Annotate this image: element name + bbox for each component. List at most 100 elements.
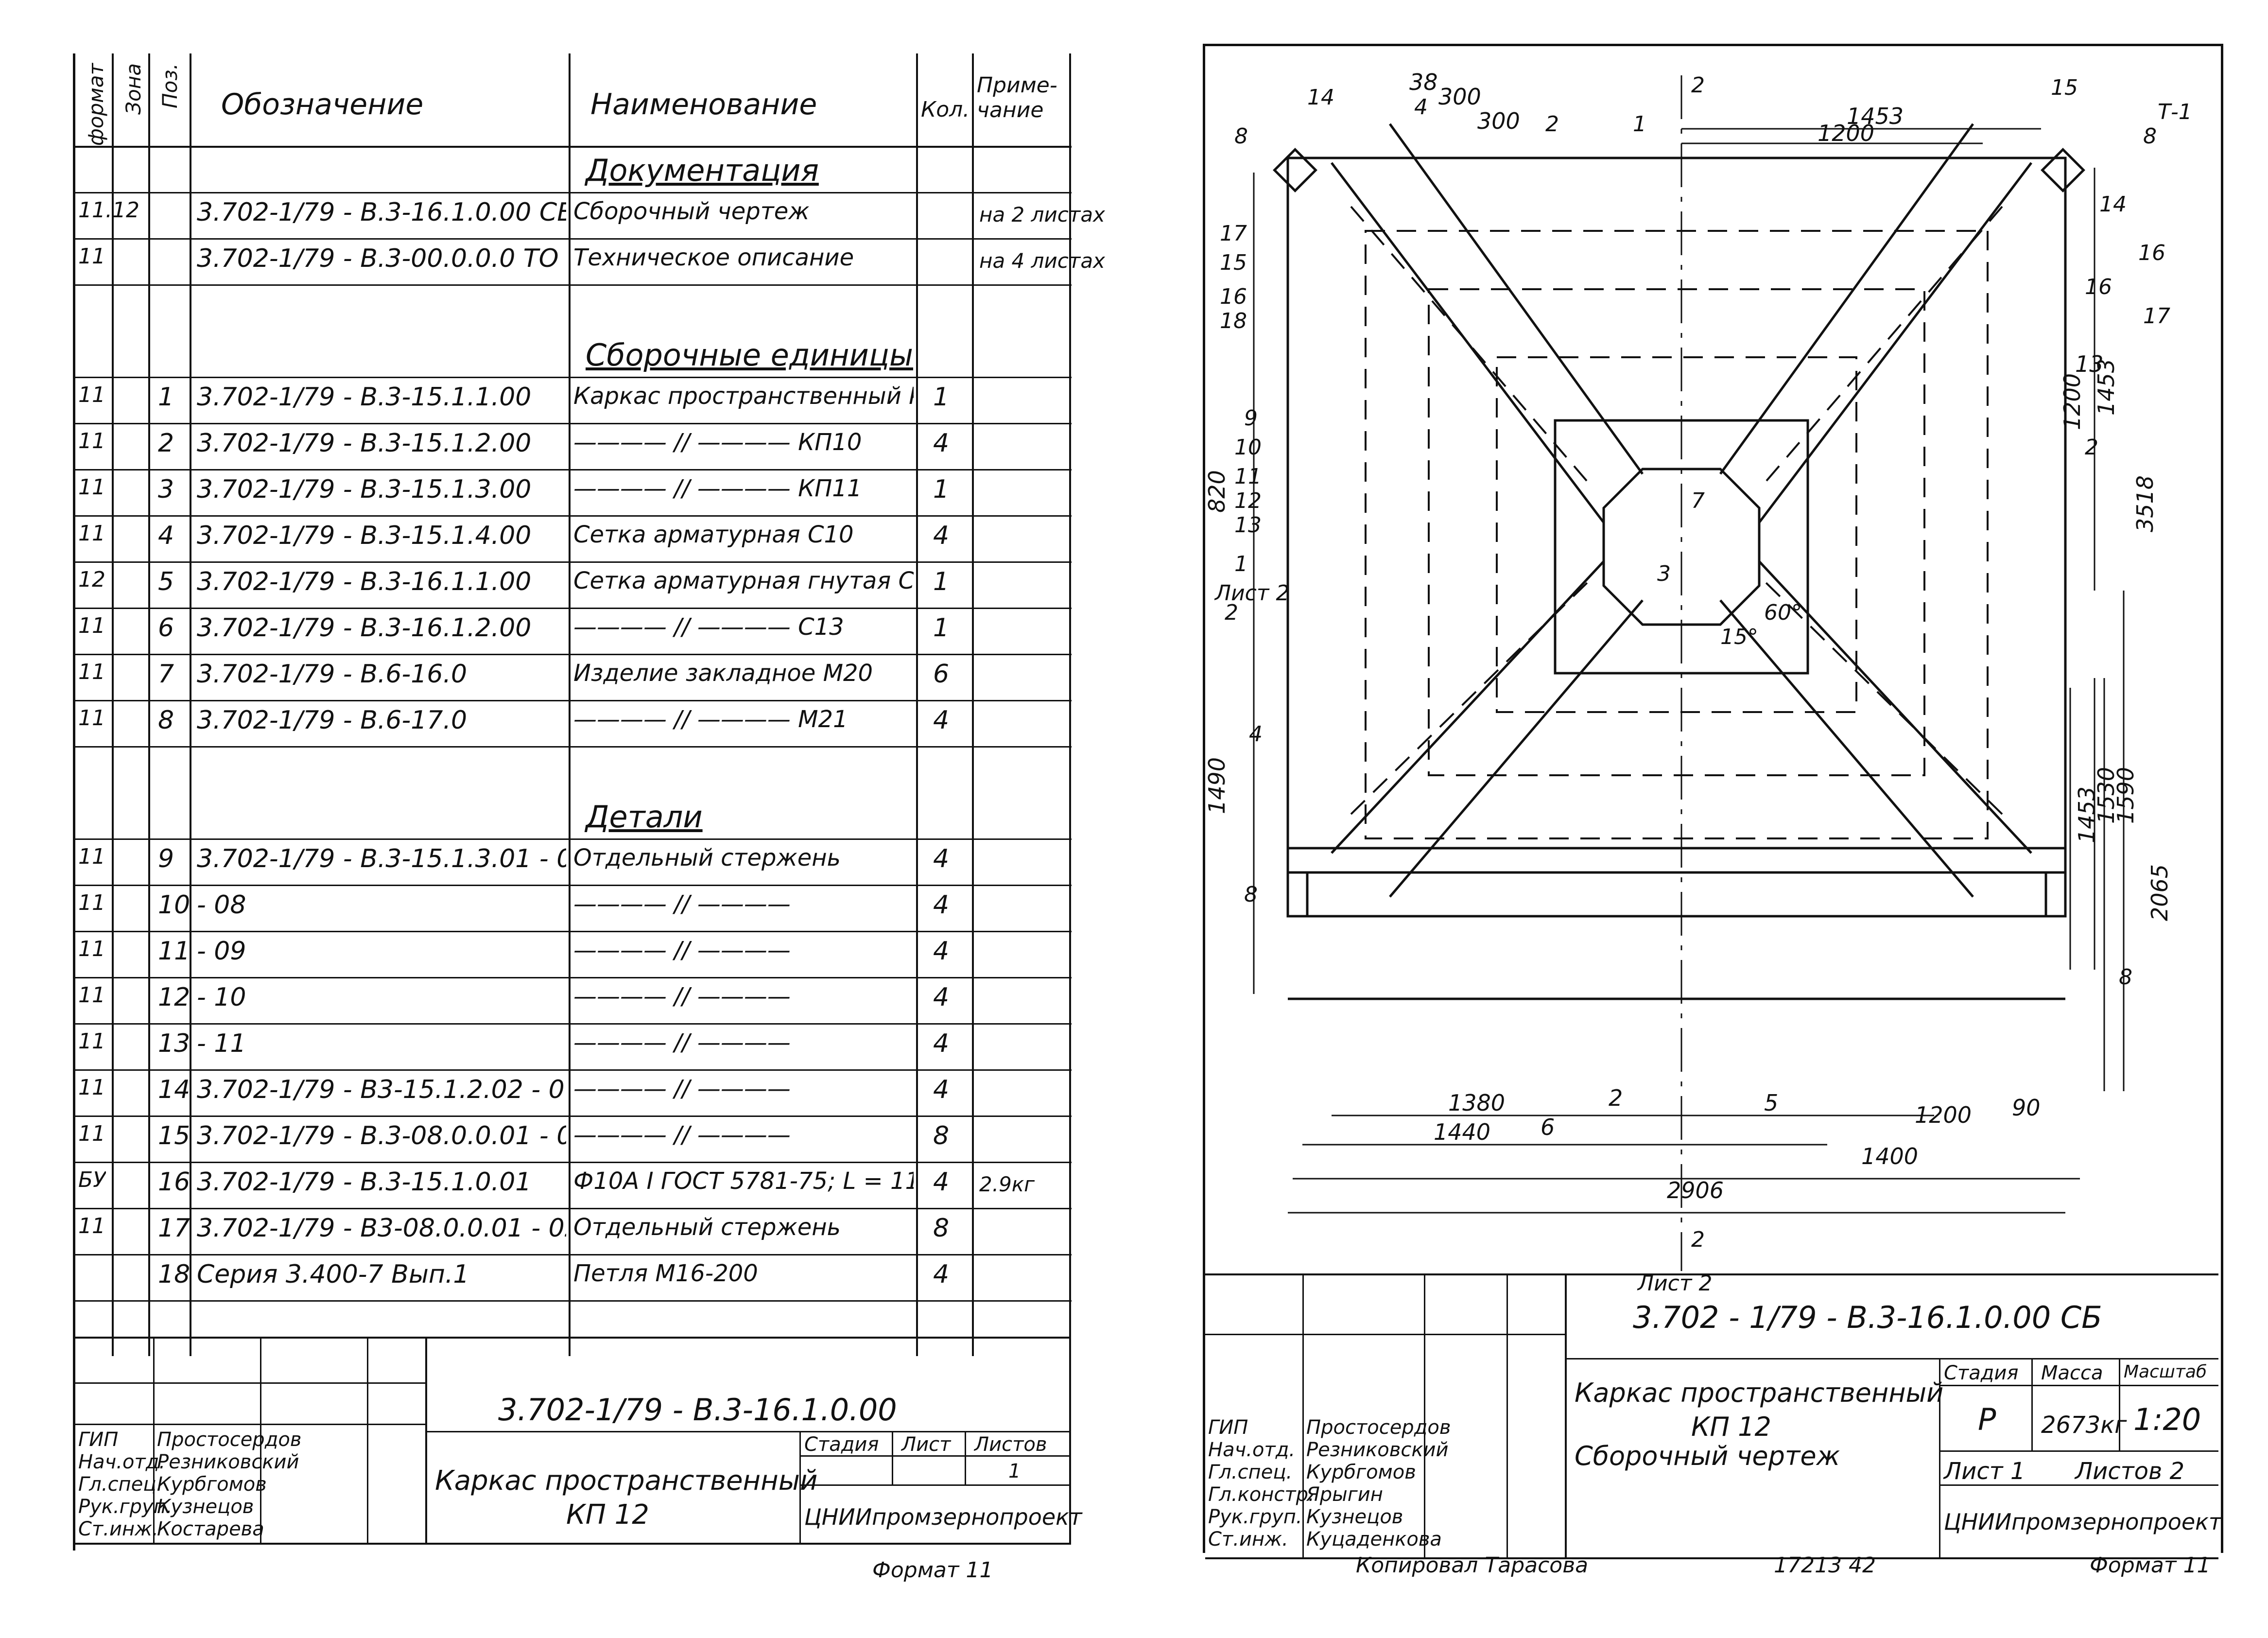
dim-1400: 1400 [1861,1143,1918,1169]
section-mark-corner: Т-1 [2158,100,2192,124]
spec-qty-cell: 8 [933,1121,950,1150]
spec-code: 3.702-1/79 - В.3-16.1.0.00 [498,1392,897,1428]
spec-name-cell: ———— // ———— [573,890,791,918]
callout-13: 13 [1234,513,1262,538]
spec-qty-cell: 1 [933,567,950,596]
role-name: Кузнецов [1306,1506,1403,1528]
callout-12: 12 [1234,488,1262,513]
callout-16-right: 16 [2085,275,2112,299]
callout-15-left: 15 [1220,250,1247,275]
role-label: Гл.констр. [1208,1483,1315,1506]
spec-format-cell: 11 [78,1075,105,1100]
spec-designation-cell: 3.702-1/79 - В.3-00.0.0.0 ТО [197,244,559,273]
spec-sheets-value: 1 [1008,1460,1021,1482]
plan-view: 14 4 2 1 15 8 8 14 16 16 17 17 15 16 18 … [1205,69,2192,1296]
role-label: Нач.отд. [1208,1439,1296,1461]
callout-8-tl: 8 [1234,124,1248,149]
spec-qty-cell: 4 [933,521,950,550]
spec-designation-cell: - 09 [197,937,246,966]
dim-2906: 2906 [1667,1177,1724,1203]
role-label: Рук.груп. [78,1496,173,1518]
drawing-mass-label: Масса [2041,1362,2103,1384]
section-title-assembly-units: Сборочные единицы [586,337,914,373]
drawing-title-line2: КП 12 [1691,1411,1771,1442]
dim-1380: 1380 [1448,1090,1505,1116]
callout-17-left: 17 [1220,221,1247,246]
callout-10: 10 [1234,435,1262,460]
drawing-mass-value: 2673кг [2041,1411,2127,1439]
spec-name-cell: Сборочный чертеж [573,198,810,225]
section-row-details: Детали [75,792,1072,840]
spec-note-cell: на 2 листах [979,203,1105,227]
callout-1-top: 1 [1633,112,1646,137]
section-mark-bottom: 2 [1691,1227,1705,1252]
spec-pos-cell: 8 [158,706,174,735]
spec-designation-cell: 3.702-1/79 - В.3-08.0.0.01 - 01 [197,1121,566,1150]
callout-16-left: 16 [1220,284,1247,309]
dim-3518: 3518 [2132,475,2158,532]
spec-name-cell: ———— // ———— КП10 [573,429,862,456]
spec-designation-cell: 3.702-1/79 - В3-08.0.0.01 - 02 [197,1214,566,1243]
callout-4-left: 4 [1249,722,1263,747]
role-label: Ст.инж. [1208,1528,1288,1551]
spec-format-cell: 12 [78,567,105,592]
spec-name-cell: Ф10А I ГОСТ 5781-75; L = 1160 [573,1168,914,1195]
role-label: ГИП [78,1429,119,1451]
spec-format-cell: 11 [78,1214,105,1238]
spec-name-cell: Изделие закладное М20 [573,660,873,687]
spec-designation-cell: 3.702-1/79 - В.3-16.1.0.00 СБ [197,198,566,227]
specification-table: формат Зона Поз. Обозначение Наименовани… [73,53,1105,1583]
spec-format-cell: 11 [78,383,105,407]
dim-90: 90 [2012,1095,2041,1121]
header-note: Приме-чание [977,73,1057,122]
spec-pos-cell: 15 [158,1121,190,1150]
spec-designation-cell: Серия 3.400-7 Вып.1 [197,1260,469,1289]
dim-1530: 1530 [2093,767,2119,824]
header-pos: Поз. [158,63,182,108]
spec-format-cell: 11 [78,244,105,269]
spec-qty-cell: 1 [933,383,950,412]
spec-name-cell: Отдельный стержень [573,844,841,871]
dim-300b: 300 [1477,108,1520,134]
spec-sheets-label: Листов [974,1433,1047,1456]
spec-header: формат Зона Поз. Обозначение Наименовани… [75,53,1072,148]
spec-pos-cell: 9 [158,844,174,873]
spec-format-cell: 11 [78,521,105,546]
section-title-details: Детали [586,799,703,835]
spec-format-cell: 11 [78,660,105,684]
spec-designation-cell: 3.702-1/79 - В.3-16.1.2.00 [197,613,532,643]
header-zone: Зона [121,63,145,115]
dim-1453-top: 1453 [1847,103,1904,129]
callout-18-right: 17 [2143,304,2170,329]
dim-300a: 300 [1438,84,1481,110]
spec-format-cell: БУ [78,1168,106,1192]
spec-designation-cell: 3.702-1/79 - В.3-15.1.1.00 [197,383,532,412]
drawing-title-line1: Каркас пространственный [1575,1377,1944,1408]
dim-820: 820 [1205,470,1230,513]
callout-17-right: 16 [2138,241,2165,265]
spec-name-cell: Сетка арматурная гнутая С11 [573,567,914,594]
spec-name-cell: ———— // ———— [573,1075,791,1102]
spec-format-cell: 11 [78,1029,105,1054]
spec-name-cell: ———— // ———— [573,937,791,964]
dim-1453-right-lower: 1453 [2074,786,2100,843]
footer-copy: Копировал Тарасова [1356,1553,1589,1578]
dim-2065: 2065 [2147,864,2173,921]
spec-format-cell: 11 [78,844,105,869]
footer-number: 17213 42 [1774,1553,1876,1578]
spec-name-cell: ———— // ———— КП11 [573,475,862,502]
spec-qty-cell: 6 [933,660,950,689]
